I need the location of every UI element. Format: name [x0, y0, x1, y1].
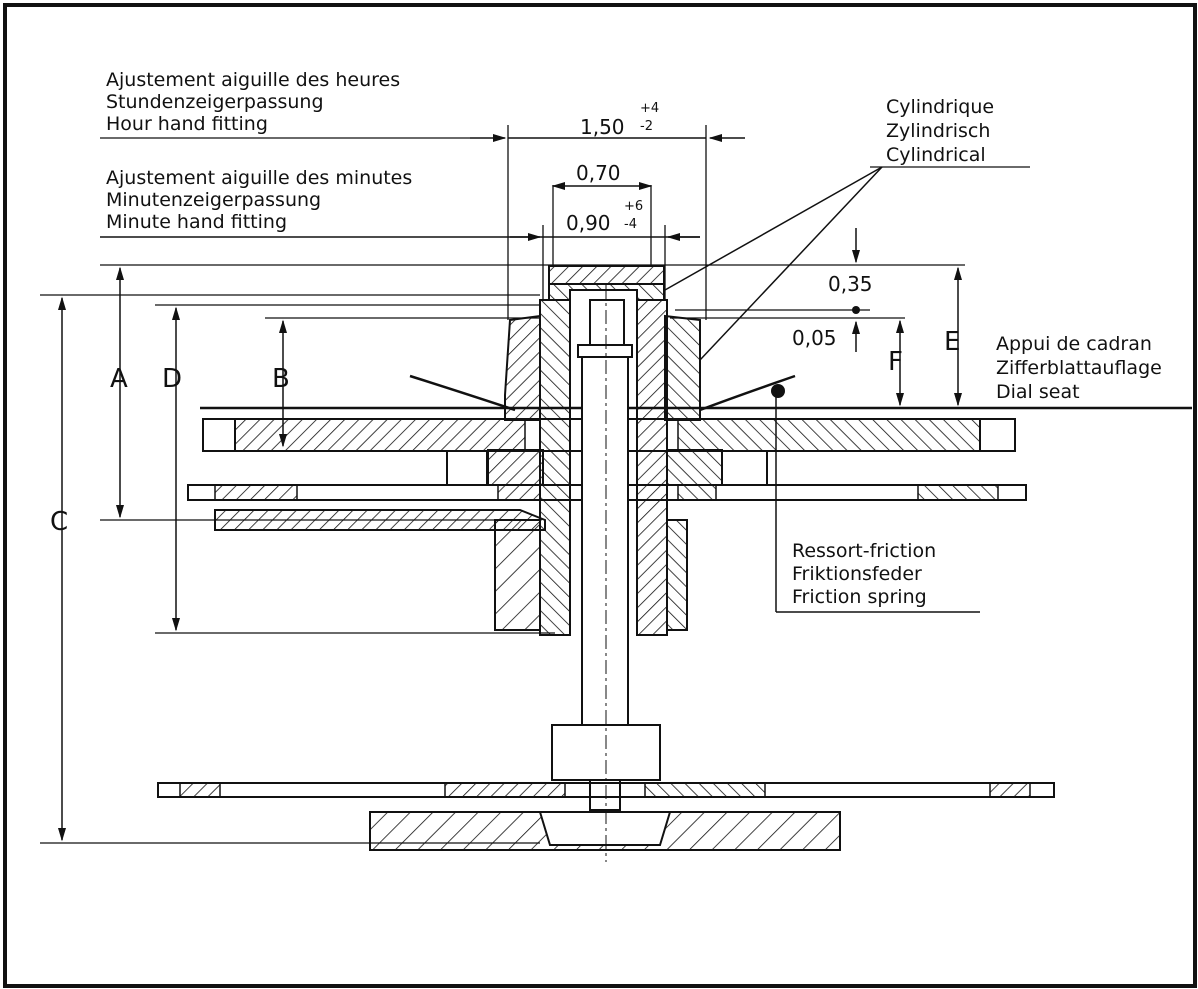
- main-plate: [369, 811, 841, 851]
- hour-fr: Ajustement aiguille des heures: [106, 69, 400, 91]
- friction-spring-curve: [699, 374, 796, 412]
- friction-spring-dot: [771, 384, 785, 398]
- dial-curve-left: [409, 374, 516, 412]
- cyl-de: Zylindrisch: [886, 120, 990, 142]
- dimension-letters: A D B C E F: [50, 327, 960, 537]
- minute-de: Minutenzeigerpassung: [106, 189, 321, 211]
- letter-e: E: [944, 327, 960, 357]
- dim-005: 0,05: [792, 326, 837, 350]
- spacer-left: [446, 450, 488, 486]
- minute-dim-top: 0,70: [576, 161, 621, 185]
- center-arbor: [551, 299, 661, 846]
- letter-b: B: [272, 364, 290, 394]
- minute-dim-plus: +6: [624, 199, 643, 214]
- dial-seat-label: Appui de cadran Zifferblattauflage Dial …: [996, 333, 1162, 403]
- hour-hand-fitting-label: Ajustement aiguille des heures Stundenze…: [106, 69, 400, 135]
- hour-dim-minus: -2: [640, 119, 653, 134]
- spacer-right: [721, 450, 768, 486]
- dial-fr: Appui de cadran: [996, 333, 1152, 355]
- cylindrical-label: Cylindrique Zylindrisch Cylindrical: [886, 96, 994, 166]
- friction-en: Friction spring: [792, 586, 927, 608]
- minute-dim-minus: -4: [624, 217, 637, 232]
- cyl-en: Cylindrical: [886, 144, 986, 166]
- letter-a: A: [110, 364, 128, 394]
- extension-lines: [40, 125, 965, 844]
- minute-hand-fitting-label: Ajustement aiguille des minutes Minutenz…: [106, 167, 412, 233]
- cylindrical-leaders: [664, 166, 883, 361]
- letter-f: F: [888, 347, 903, 377]
- dim-dot: [852, 306, 860, 314]
- cannon-pinion: [487, 265, 723, 636]
- dial-de: Zifferblattauflage: [996, 357, 1162, 379]
- dial-en: Dial seat: [996, 381, 1080, 403]
- friction-fr: Ressort-friction: [792, 540, 936, 562]
- friction-spring-label: Ressort-friction Friktionsfeder Friction…: [792, 540, 936, 608]
- dimension-arrows: [57, 133, 963, 842]
- hour-dim-main: 1,50: [580, 115, 625, 139]
- dim-035: 0,35: [828, 272, 873, 296]
- letter-c: C: [50, 507, 68, 537]
- hour-dim-plus: +4: [640, 101, 659, 116]
- hour-en: Hour hand fitting: [106, 113, 268, 135]
- border: [3, 3, 1197, 988]
- friction-de: Friktionsfeder: [792, 563, 922, 585]
- letter-d: D: [162, 364, 182, 394]
- minute-fr: Ajustement aiguille des minutes: [106, 167, 412, 189]
- cyl-fr: Cylindrique: [886, 96, 994, 118]
- minute-en: Minute hand fitting: [106, 211, 287, 233]
- minute-dim-main: 0,90: [566, 211, 611, 235]
- hour-de: Stundenzeigerpassung: [106, 91, 324, 113]
